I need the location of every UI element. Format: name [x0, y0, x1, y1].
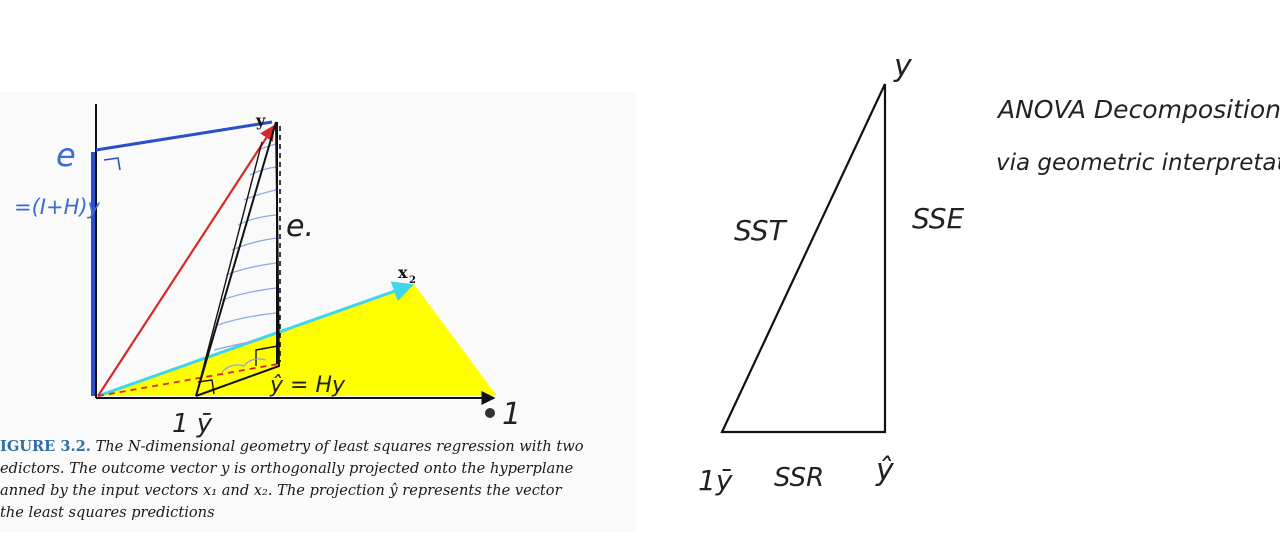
anova-edge-bottom: SSR [774, 463, 824, 493]
caption-line-4: the least squares predictions [0, 504, 215, 521]
label-e-left: e [56, 136, 76, 174]
hyperplane-region [98, 284, 497, 396]
figure-caption: IGURE 3.2. The N-dimensional geometry of… [0, 436, 628, 532]
anova-edge-vertical: SSE [912, 202, 965, 235]
figure-triangle-hyp [195, 141, 263, 397]
hatch-squiggle [221, 358, 267, 373]
label-yhat: ŷ = Hy [269, 373, 346, 398]
label-one: 1 [502, 397, 521, 432]
anova-title-line2: via geometric interpretation. [996, 150, 1280, 176]
caption-line-2: edictors. The outcome vector y is orthog… [0, 460, 574, 477]
right-angle-marker-2 [197, 379, 215, 395]
caption-line-3: anned by the input vectors x₁ and x₂. Th… [0, 482, 562, 499]
textbook-figure-panel [0, 92, 636, 532]
anova-vertex-bottom-right: ŷ [875, 453, 895, 488]
projection-dashed [97, 363, 279, 397]
y-vector [97, 124, 275, 397]
anova-edge-hypotenuse: SST [734, 214, 788, 247]
right-angle-marker-blue [103, 157, 121, 171]
label-x2: x [398, 263, 408, 282]
anova-vertex-top: y [893, 49, 913, 84]
origin-dot [485, 408, 495, 418]
anova-title-line1: ANOVA Decomposition [996, 95, 1280, 124]
caption-figure-tag: IGURE 3.2. [0, 438, 91, 455]
label-e-right: e. [286, 209, 314, 244]
figure-triangle [195, 121, 281, 397]
label-e-left-formula: =(I+H)y [14, 195, 101, 219]
label-x2-sub: 2 [409, 275, 416, 286]
label-y: y [255, 111, 266, 130]
e-vector-top [95, 120, 273, 152]
caption-line-1: IGURE 3.2. The N-dimensional geometry of… [0, 436, 628, 458]
anova-triangle [720, 83, 887, 434]
right-angle-marker-1 [255, 345, 279, 366]
label-one-ybar: 1 ȳ [172, 409, 213, 439]
caption-line-1-text: The N-dimensional geometry of least squa… [95, 438, 584, 455]
anova-vertex-bottom-left: 1ȳ [698, 464, 733, 497]
